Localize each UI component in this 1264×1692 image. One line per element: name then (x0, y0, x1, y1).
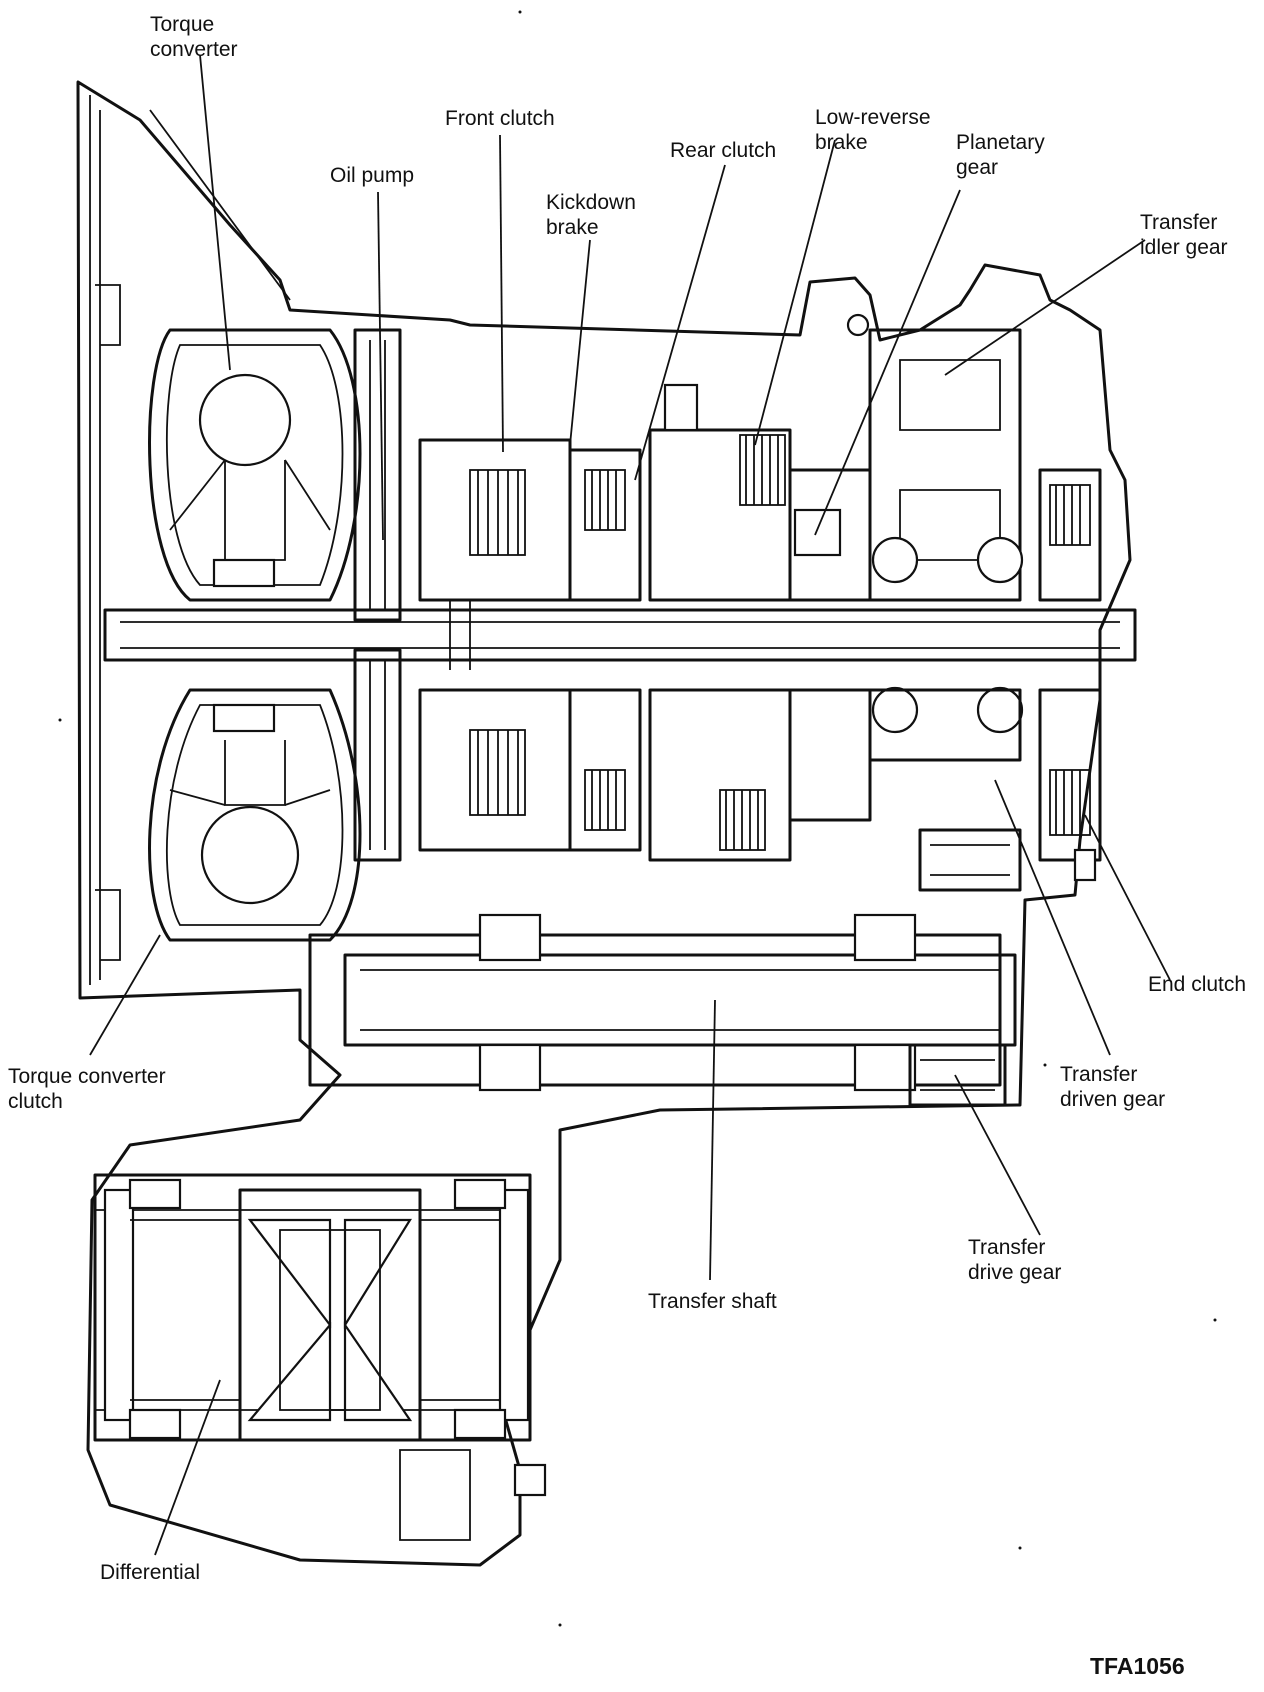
input-shaft (103, 600, 1137, 670)
front-clutch (418, 438, 572, 852)
figure-code: TFA1056 (1090, 1653, 1185, 1679)
transfer-drive-gear (908, 1043, 1007, 1107)
label-end-clutch: End clutch (1148, 973, 1247, 996)
label-front-clutch: Front clutch (445, 107, 555, 130)
transaxle-housing (76, 80, 1132, 1567)
torque-converter-lower (148, 688, 362, 942)
transfer-shaft (308, 913, 1017, 1092)
transfer-driven-gear (918, 828, 1022, 892)
label-differential: Differential (100, 1561, 200, 1584)
label-low-reverse-brake: Low-reverse brake (815, 106, 931, 154)
label-transfer-idler-gear: Transfer idler gear (1140, 211, 1228, 259)
label-torque-converter: Torque converter (150, 13, 238, 61)
leader-lines (89, 54, 1171, 1556)
rear-clutch (568, 448, 642, 852)
label-transfer-shaft: Transfer shaft (648, 1290, 777, 1313)
differential (93, 1173, 532, 1442)
label-planetary-gear: Planetary gear (956, 131, 1045, 179)
label-kickdown-brake: Kickdown brake (546, 191, 636, 239)
transfer-idler-gear (868, 328, 1024, 762)
label-oil-pump: Oil pump (330, 164, 415, 187)
planetary-gear (788, 468, 872, 822)
label-rear-clutch: Rear clutch (670, 139, 777, 162)
low-reverse-brake (648, 428, 792, 862)
label-torque-converter-clutch: Torque converter clutch (8, 1065, 166, 1113)
label-transfer-drive-gear: Transfer drive gear (968, 1236, 1062, 1284)
oil-pump (353, 328, 402, 862)
torque-converter-upper (148, 328, 362, 602)
end-clutch (1038, 468, 1102, 862)
label-transfer-driven-gear: Transfer driven gear (1060, 1063, 1166, 1111)
scan-specks (58, 10, 1217, 1627)
